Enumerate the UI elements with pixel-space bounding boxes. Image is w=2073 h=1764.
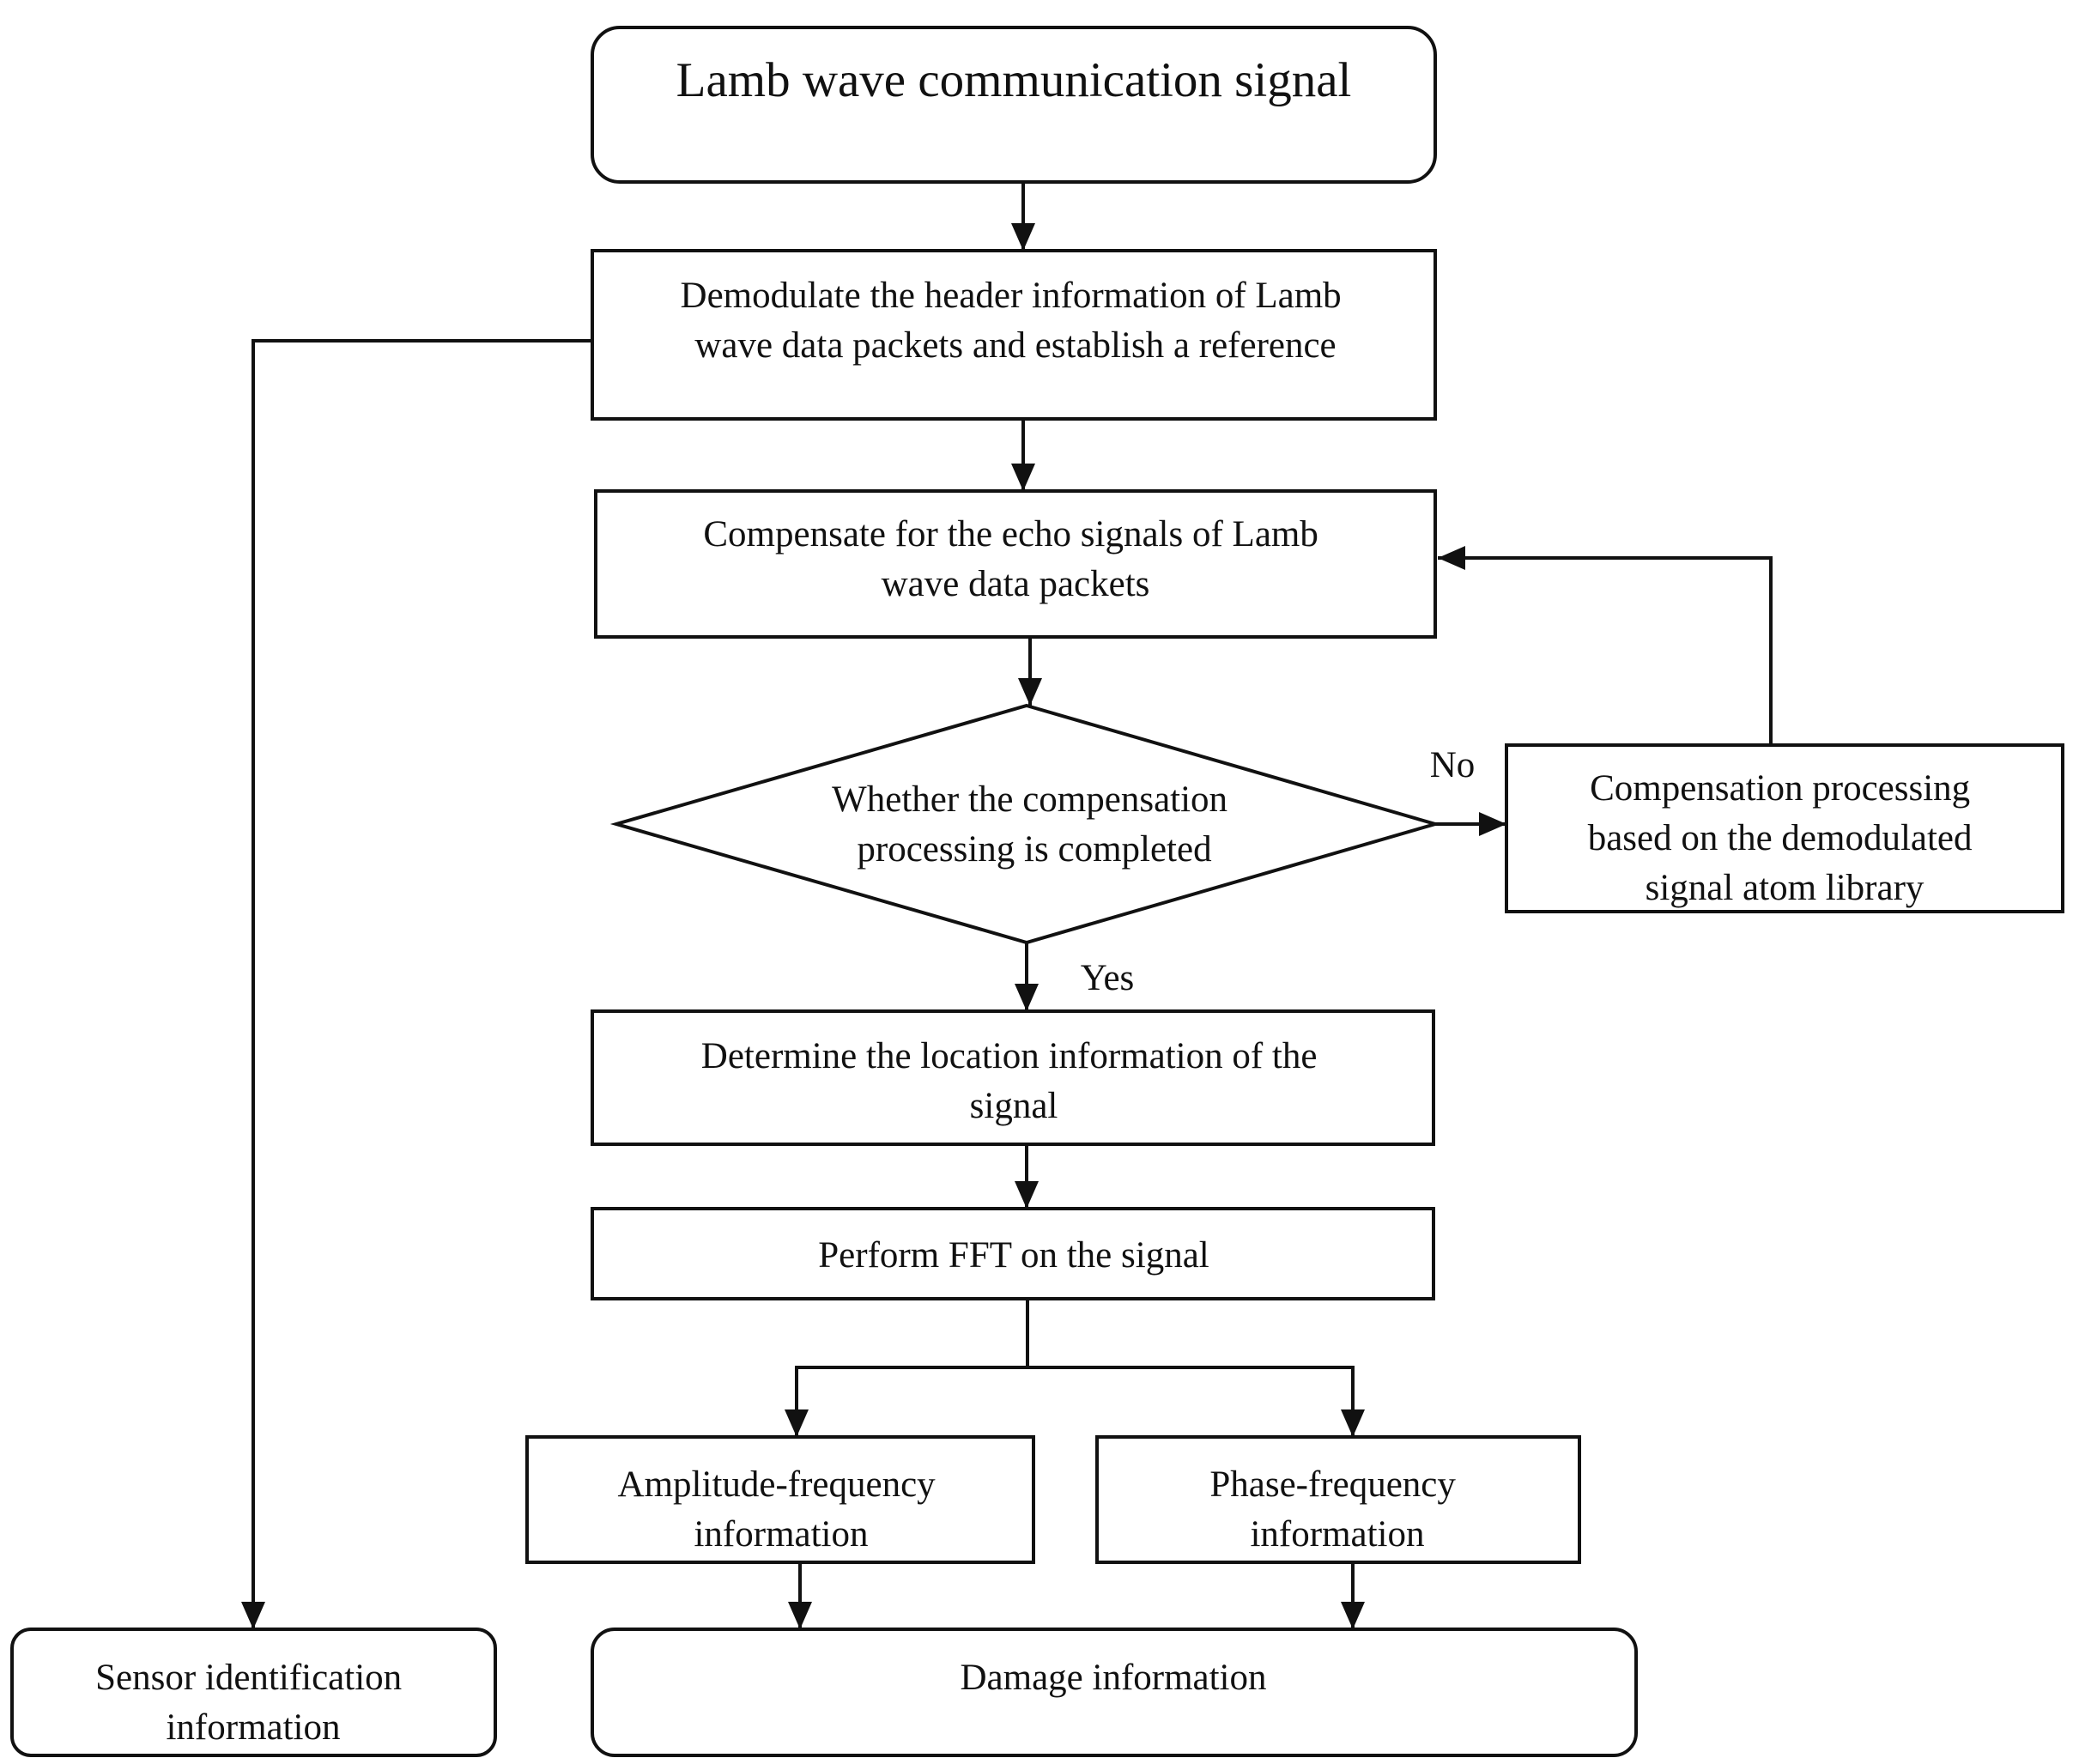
label-no: No (1430, 745, 1476, 785)
node-compensate-text: Compensate for the echo signals of Lamb … (703, 514, 1327, 604)
node-location-text: Determine the location information of th… (701, 1036, 1326, 1126)
node-fft: Perform FFT on the signal (591, 1207, 1435, 1300)
node-location: Determine the location information of th… (591, 1009, 1435, 1146)
node-decision-text: Whether the compensation processing is c… (832, 779, 1237, 870)
label-yes: Yes (1081, 958, 1135, 998)
arrow-fft-to-amplitude (785, 1366, 1027, 1437)
node-damage: Damage information (591, 1628, 1638, 1757)
node-phase: Phase-frequency information (1095, 1435, 1581, 1564)
node-amplitude: Amplitude-frequency information (525, 1435, 1035, 1564)
node-phase-text: Phase-frequency information (1209, 1464, 1464, 1555)
node-compensation-processing: Compensation processing based on the dem… (1505, 743, 2064, 913)
node-sensor-text: Sensor identification information (95, 1658, 411, 1748)
node-demodulate: Demodulate the header information of Lam… (591, 249, 1437, 421)
node-start: Lamb wave communication signal (591, 26, 1437, 184)
arrow-processing-loop-to-compensate (1438, 546, 1773, 745)
node-sensor: Sensor identification information (10, 1628, 497, 1757)
node-fft-text: Perform FFT on the signal (818, 1235, 1209, 1276)
node-compensate: Compensate for the echo signals of Lamb … (594, 489, 1437, 639)
node-amplitude-text: Amplitude-frequency information (618, 1464, 945, 1555)
node-compensation-processing-text: Compensation processing based on the dem… (1588, 768, 1982, 908)
node-damage-text: Damage information (960, 1658, 1266, 1698)
node-demodulate-text: Demodulate the header information of Lam… (681, 276, 1351, 366)
arrow-fft-to-phase (1027, 1366, 1365, 1437)
node-decision: Whether the compensation processing is c… (609, 703, 1442, 945)
connectors (241, 182, 1773, 1629)
node-start-text: Lamb wave communication signal (676, 53, 1352, 107)
arrow-demodulate-to-sensor (241, 339, 592, 1629)
